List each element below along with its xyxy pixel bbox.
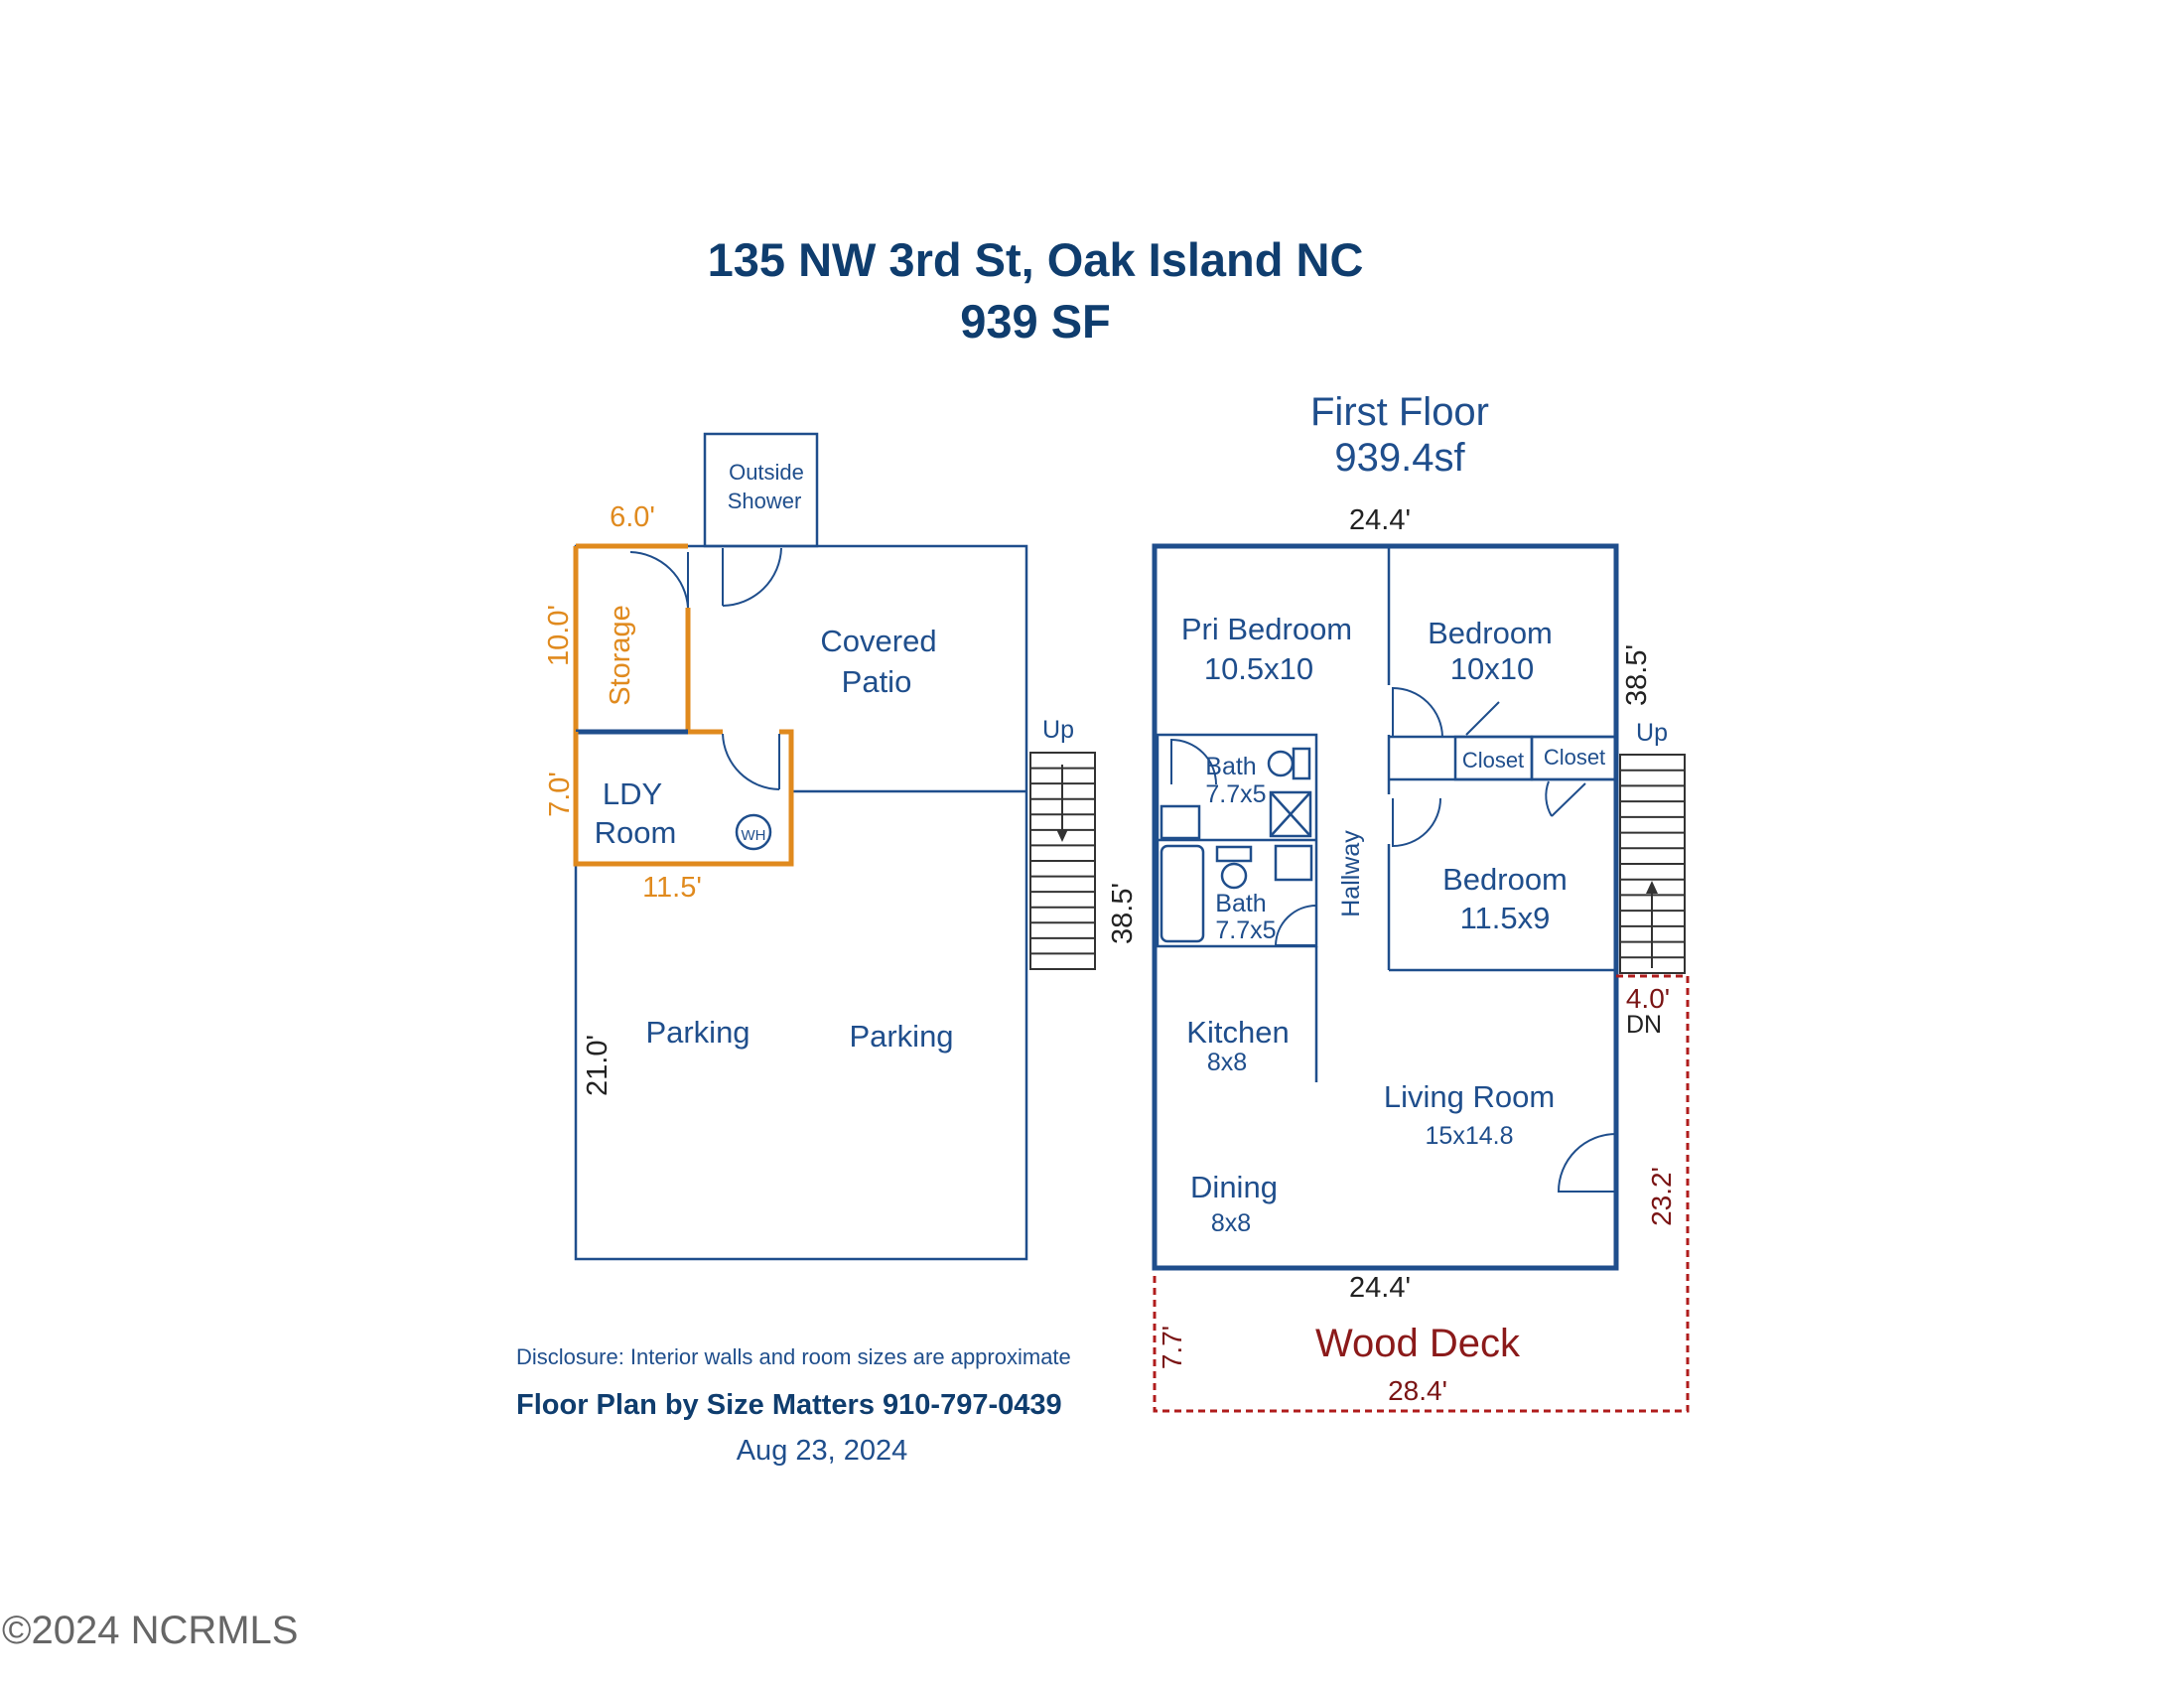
stairs-down-label: DN xyxy=(1626,1011,1662,1039)
upper-stairs-up-label: Up xyxy=(1636,719,1668,747)
closet1-door xyxy=(1465,701,1500,736)
hallway-label: Hallway xyxy=(1337,830,1365,917)
storage-label: Storage xyxy=(605,605,636,706)
first-floor-area: 939.4sf xyxy=(1334,436,1465,480)
water-heater-symbol xyxy=(735,813,772,851)
ground-floor-plan: Outside Shower 6.0' 10.0' Storage Covere… xyxy=(543,432,1139,1261)
bath1-door xyxy=(1170,738,1217,785)
deck-depth-dimension: 7.7' xyxy=(1157,1326,1187,1369)
pri-bedroom-size: 10.5x10 xyxy=(1204,651,1313,686)
ground-floor-outline xyxy=(574,544,1028,1261)
living-room-size: 15x14.8 xyxy=(1426,1122,1514,1150)
patio-door-swing xyxy=(722,547,782,607)
outside-shower-label-line2: Shower xyxy=(728,489,802,513)
upper-floor-plan: 24.4' Closet Closet Bath xyxy=(1152,504,1690,1413)
laundry-label-line2: Room xyxy=(595,815,677,850)
covered-patio-label-line1: Covered xyxy=(820,624,936,658)
bath1-name: Bath xyxy=(1205,753,1256,780)
deck-width-dimension: 28.4' xyxy=(1388,1375,1447,1406)
bath2-size: 7.7x5 xyxy=(1215,916,1276,944)
bath1-size: 7.7x5 xyxy=(1205,780,1266,808)
water-heater-label: WH xyxy=(742,827,766,844)
closet2-label: Closet xyxy=(1544,745,1605,770)
bath1-toilet-bowl xyxy=(1267,750,1295,777)
landing-dimension: 4.0' xyxy=(1626,983,1670,1014)
ground-stairs-arrowhead xyxy=(1056,829,1068,842)
bath1-toilet-tank xyxy=(1292,747,1311,780)
wood-deck-outline xyxy=(1153,974,1690,1413)
outside-shower-label-line1: Outside xyxy=(729,460,804,485)
deck-side-dimension: 23.2' xyxy=(1646,1167,1677,1226)
kitchen-name: Kitchen xyxy=(1186,1015,1289,1050)
mls-watermark: ©2024 NCRMLS xyxy=(2,1609,298,1652)
bath1-shower-x2 xyxy=(1270,791,1311,837)
disclosure-note: Disclosure: Interior walls and room size… xyxy=(516,1344,1071,1369)
parking-right-label: Parking xyxy=(849,1019,953,1054)
bath1-sink xyxy=(1160,804,1201,840)
wood-deck-label: Wood Deck xyxy=(1315,1322,1521,1365)
storage-height-dimension: 10.0' xyxy=(543,605,575,666)
bath2-door xyxy=(1274,905,1317,946)
upper-floor-outline xyxy=(1152,543,1619,1271)
closet2-door-swing xyxy=(1545,780,1553,817)
upper-right-depth-dimension: 38.5' xyxy=(1621,644,1653,706)
bedroom1-name: Bedroom xyxy=(1428,616,1553,650)
bath2-toilet-bowl xyxy=(1220,862,1248,890)
bath2-sink xyxy=(1274,844,1313,882)
ground-stairs-treads xyxy=(1030,767,1095,955)
laundry-label-line1: LDY xyxy=(603,776,662,811)
kitchen-size: 8x8 xyxy=(1207,1049,1247,1076)
total-square-footage: 939 SF xyxy=(960,295,1111,348)
upper-floor-stairs xyxy=(1619,754,1686,974)
upper-stairs-arrowhead xyxy=(1646,881,1658,894)
upper-bottom-width-dimension: 24.4' xyxy=(1349,1272,1411,1304)
pri-bedroom-name: Pri Bedroom xyxy=(1181,612,1352,646)
ground-total-depth-dimension: 38.5' xyxy=(1107,883,1139,944)
bedroom2-name: Bedroom xyxy=(1442,862,1568,897)
bedroom2-door xyxy=(1392,797,1441,848)
bath2-tub xyxy=(1160,844,1205,943)
ground-floor-stairs xyxy=(1029,752,1096,970)
bedroom1-door xyxy=(1392,686,1443,738)
plan-date: Aug 23, 2024 xyxy=(737,1435,908,1467)
bedroom2-size: 11.5x9 xyxy=(1460,901,1551,935)
bath1-shower xyxy=(1269,790,1312,838)
bedroom1-size: 10x10 xyxy=(1450,651,1534,686)
floor-plan-credit: Floor Plan by Size Matters 910-797-0439 xyxy=(516,1389,1062,1421)
living-room-door xyxy=(1557,1133,1617,1193)
laundry-height-dimension: 7.0' xyxy=(544,772,576,817)
closet1-label: Closet xyxy=(1462,748,1524,773)
bath2-toilet-tank xyxy=(1215,845,1253,863)
dining-size: 8x8 xyxy=(1211,1209,1251,1237)
storage-width-dimension: 6.0' xyxy=(610,501,655,533)
storage-door-swing xyxy=(629,551,689,609)
laundry-door-swing xyxy=(722,733,780,790)
dining-name: Dining xyxy=(1190,1170,1278,1204)
ground-stairs-up-label: Up xyxy=(1042,716,1074,744)
laundry-room-outline xyxy=(573,729,794,867)
living-room-name: Living Room xyxy=(1384,1079,1555,1114)
property-address: 135 NW 3rd St, Oak Island NC xyxy=(708,233,1364,286)
laundry-width-dimension: 11.5' xyxy=(642,872,702,904)
first-floor-title: First Floor xyxy=(1310,390,1489,434)
parking-left-label: Parking xyxy=(645,1015,750,1050)
closet2-door xyxy=(1551,782,1586,817)
bath2-name: Bath xyxy=(1215,890,1266,917)
parking-depth-dimension: 21.0' xyxy=(582,1035,614,1096)
upper-top-width-dimension: 24.4' xyxy=(1349,504,1411,536)
covered-patio-label-line2: Patio xyxy=(842,664,912,699)
